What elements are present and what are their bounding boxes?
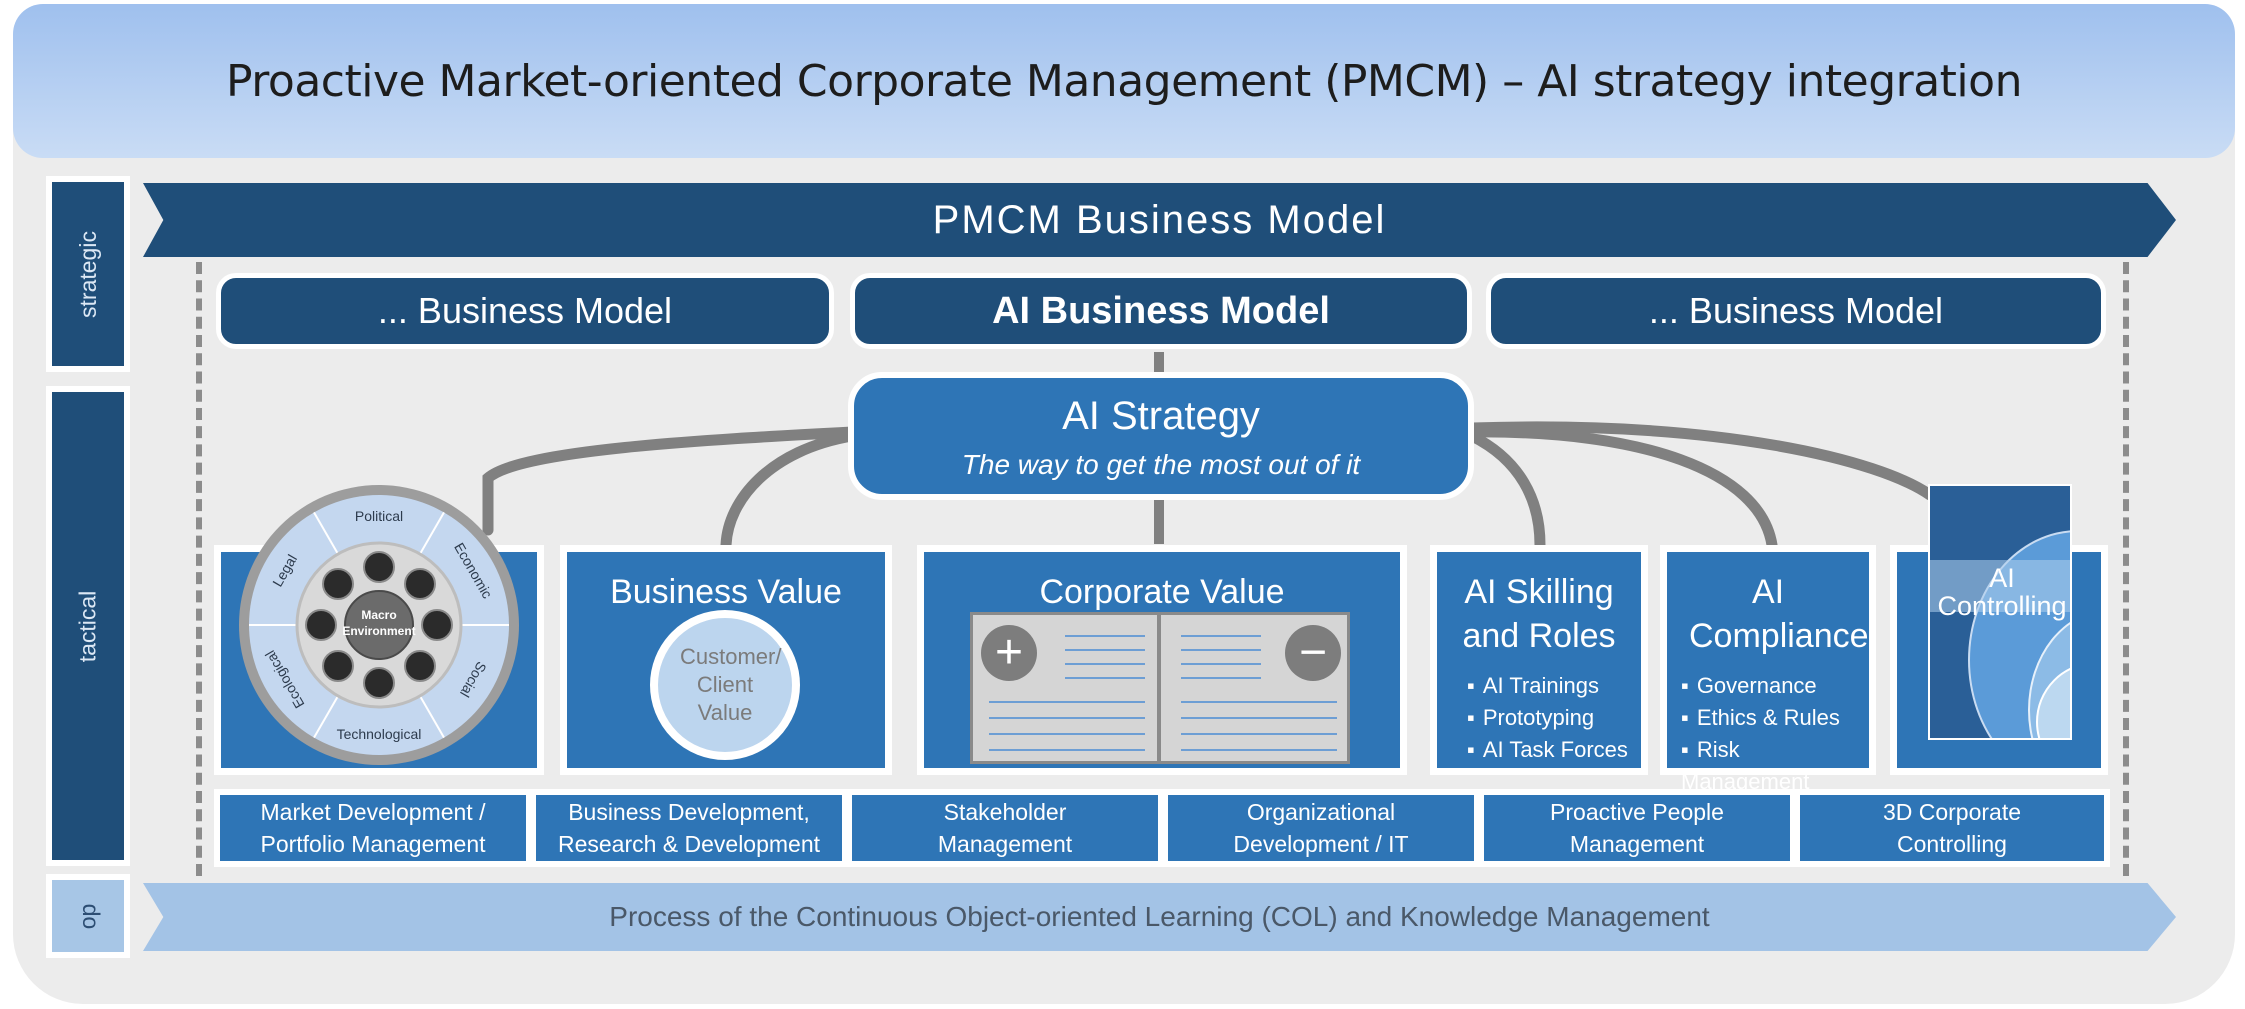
bullet-prototyping: Prototyping — [1467, 702, 1628, 734]
bullet-governance: Governance — [1681, 670, 1869, 702]
customer-client-value-circle: Customer/ Client Value — [650, 610, 800, 760]
frame-dash-right — [2123, 262, 2129, 876]
header-banner: Proactive Market-oriented Corporate Mana… — [13, 4, 2235, 158]
svg-text:Environment: Environment — [342, 624, 415, 638]
tab-market-development: Market Development / Portfolio Managemen… — [214, 789, 532, 867]
plus-icon: + — [981, 625, 1037, 681]
business-model-left: ... Business Model — [216, 273, 834, 349]
macro-environment-wheel: Political Economic Social Technological … — [239, 485, 519, 765]
connector-to-business-value — [720, 430, 858, 551]
ai-controlling-title: AI Controlling — [1937, 563, 2067, 621]
level-label-strategic: strategic — [46, 176, 130, 372]
ai-skilling-panel: AI Skilling and Roles AI Trainings Proto… — [1430, 545, 1648, 775]
col-process-banner: Process of the Continuous Object-oriente… — [143, 883, 2176, 951]
ai-controlling-chart: AI Controlling — [1928, 484, 2072, 740]
macro-center-label: Macro — [361, 608, 396, 622]
book-right-page: − — [1158, 612, 1350, 764]
page-title: Proactive Market-oriented Corporate Mana… — [226, 55, 2022, 107]
connector-to-ai-controlling — [1466, 421, 1936, 501]
bullet-ai-task-forces: AI Task Forces — [1467, 734, 1628, 766]
corporate-value-title: Corporate Value — [1039, 573, 1285, 611]
connector-to-ai-compliance — [1466, 426, 1778, 551]
bullet-ethics-rules: Ethics & Rules — [1681, 702, 1869, 734]
segment-technological: Technological — [337, 726, 422, 742]
tab-stakeholder-management: Stakeholder Management — [846, 789, 1164, 867]
frame-dash-left — [196, 262, 202, 876]
level-label-tactical: tactical — [46, 386, 130, 866]
ai-compliance-bullets: Governance Ethics & Rules Risk Managemen… — [1681, 670, 1869, 798]
connector-to-macro — [482, 426, 858, 536]
ai-strategy-subtitle: The way to get the most out of it — [961, 449, 1361, 480]
business-model-right: ... Business Model — [1486, 273, 2106, 349]
ai-strategy-box: AI Strategy The way to get the most out … — [848, 372, 1474, 500]
ai-compliance-title: AI Compliance — [1689, 573, 1869, 655]
ai-skilling-title: AI Skilling and Roles — [1462, 573, 1616, 655]
tab-3d-corporate-controlling: 3D Corporate Controlling — [1794, 789, 2110, 867]
minus-icon: − — [1285, 625, 1341, 681]
tab-organizational-development: Organizational Development / IT — [1162, 789, 1480, 867]
ai-strategy-title: AI Strategy — [1062, 394, 1260, 438]
level-label-operational: op — [46, 874, 130, 958]
book-left-page: + — [970, 612, 1160, 764]
pmcm-business-model-banner: PMCM Business Model — [143, 183, 2176, 257]
segment-political: Political — [355, 508, 403, 524]
ai-business-model: AI Business Model — [850, 273, 1472, 349]
business-value-title: Business Value — [610, 573, 842, 611]
ai-skilling-bullets: AI Trainings Prototyping AI Task Forces — [1467, 670, 1628, 766]
connector-strategy-corporate — [1154, 498, 1164, 544]
tab-business-development: Business Development, Research & Develop… — [530, 789, 848, 867]
ai-compliance-panel: AI Compliance Governance Ethics & Rules … — [1660, 545, 1876, 794]
bullet-ai-trainings: AI Trainings — [1467, 670, 1628, 702]
connector-bm-strategy — [1154, 352, 1164, 374]
tab-proactive-people-management: Proactive People Management — [1478, 789, 1796, 867]
connector-to-ai-skilling — [1466, 430, 1546, 551]
